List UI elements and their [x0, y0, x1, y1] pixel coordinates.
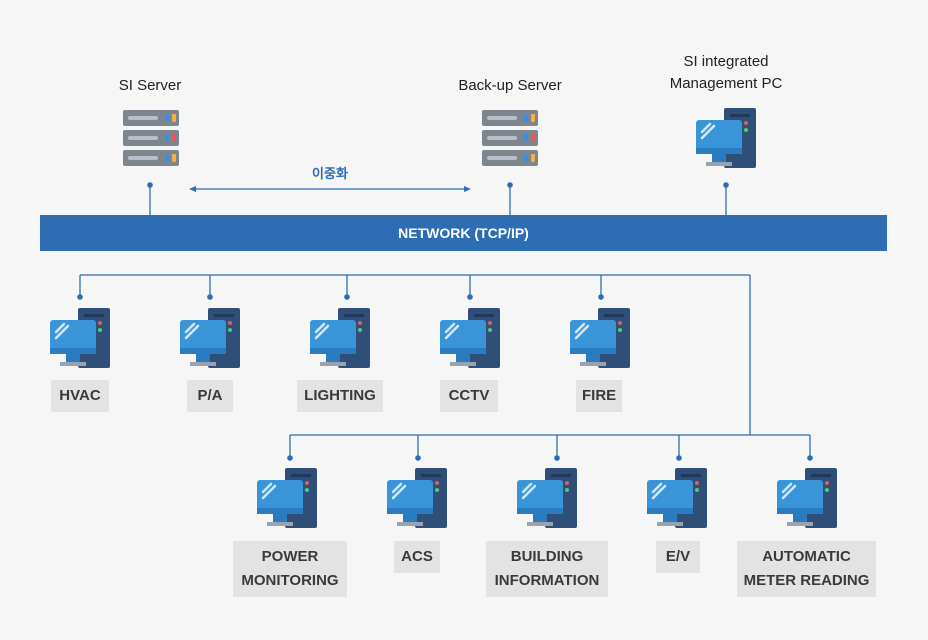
- ev-label-line1: E/V: [665, 548, 691, 565]
- redundancy-label: 이중화: [312, 166, 348, 181]
- acs-label-line1: ACS: [401, 548, 433, 565]
- mgmt-pc-title-line2: Management PC: [669, 75, 783, 92]
- power-monitoring-label: POWER MONITORING: [233, 541, 347, 597]
- lighting-pc-icon: [310, 308, 370, 368]
- building-information-pc-icon: [517, 468, 577, 528]
- pa-label: P/A: [187, 380, 233, 412]
- power-monitoring-label-line1: POWER: [261, 548, 319, 565]
- automatic-meter-reading-label-line1: AUTOMATIC: [762, 548, 851, 565]
- ev-label: E/V: [656, 541, 700, 573]
- network-label: NETWORK (TCP/IP): [398, 225, 529, 241]
- acs-label: ACS: [394, 541, 440, 573]
- network-bar: NETWORK (TCP/IP): [40, 215, 887, 251]
- building-information-label: BUILDING INFORMATION: [486, 541, 608, 597]
- ev-pc-icon: [647, 468, 707, 528]
- mgmt-pc-title-line1: SI integrated: [683, 53, 769, 70]
- lighting-label: LIGHTING: [297, 380, 383, 412]
- automatic-meter-reading-pc-icon: [777, 468, 837, 528]
- automatic-meter-reading-label-line2: METER READING: [743, 572, 870, 589]
- management-pc-icon: [696, 108, 756, 168]
- hvac-label: HVAC: [51, 380, 109, 412]
- power-monitoring-pc-icon: [257, 468, 317, 528]
- fire-label: FIRE: [576, 380, 622, 412]
- si-server-title: SI Server: [118, 77, 182, 94]
- fire-pc-icon: [570, 308, 630, 368]
- building-information-label-line1: BUILDING: [510, 548, 584, 565]
- cctv-label: CCTV: [440, 380, 498, 412]
- backup-server-icon: [482, 110, 538, 166]
- acs-pc-icon: [387, 468, 447, 528]
- power-monitoring-label-line2: MONITORING: [241, 572, 339, 589]
- si-server-icon: [123, 110, 179, 166]
- backup-server-title: Back-up Server: [458, 77, 562, 94]
- hvac-pc-icon: [50, 308, 110, 368]
- pa-pc-icon: [180, 308, 240, 368]
- mgmt-pc-title: SI integrated Management PC: [640, 51, 812, 95]
- cctv-pc-icon: [440, 308, 500, 368]
- building-information-label-line2: INFORMATION: [494, 572, 600, 589]
- automatic-meter-reading-label: AUTOMATIC METER READING: [737, 541, 876, 597]
